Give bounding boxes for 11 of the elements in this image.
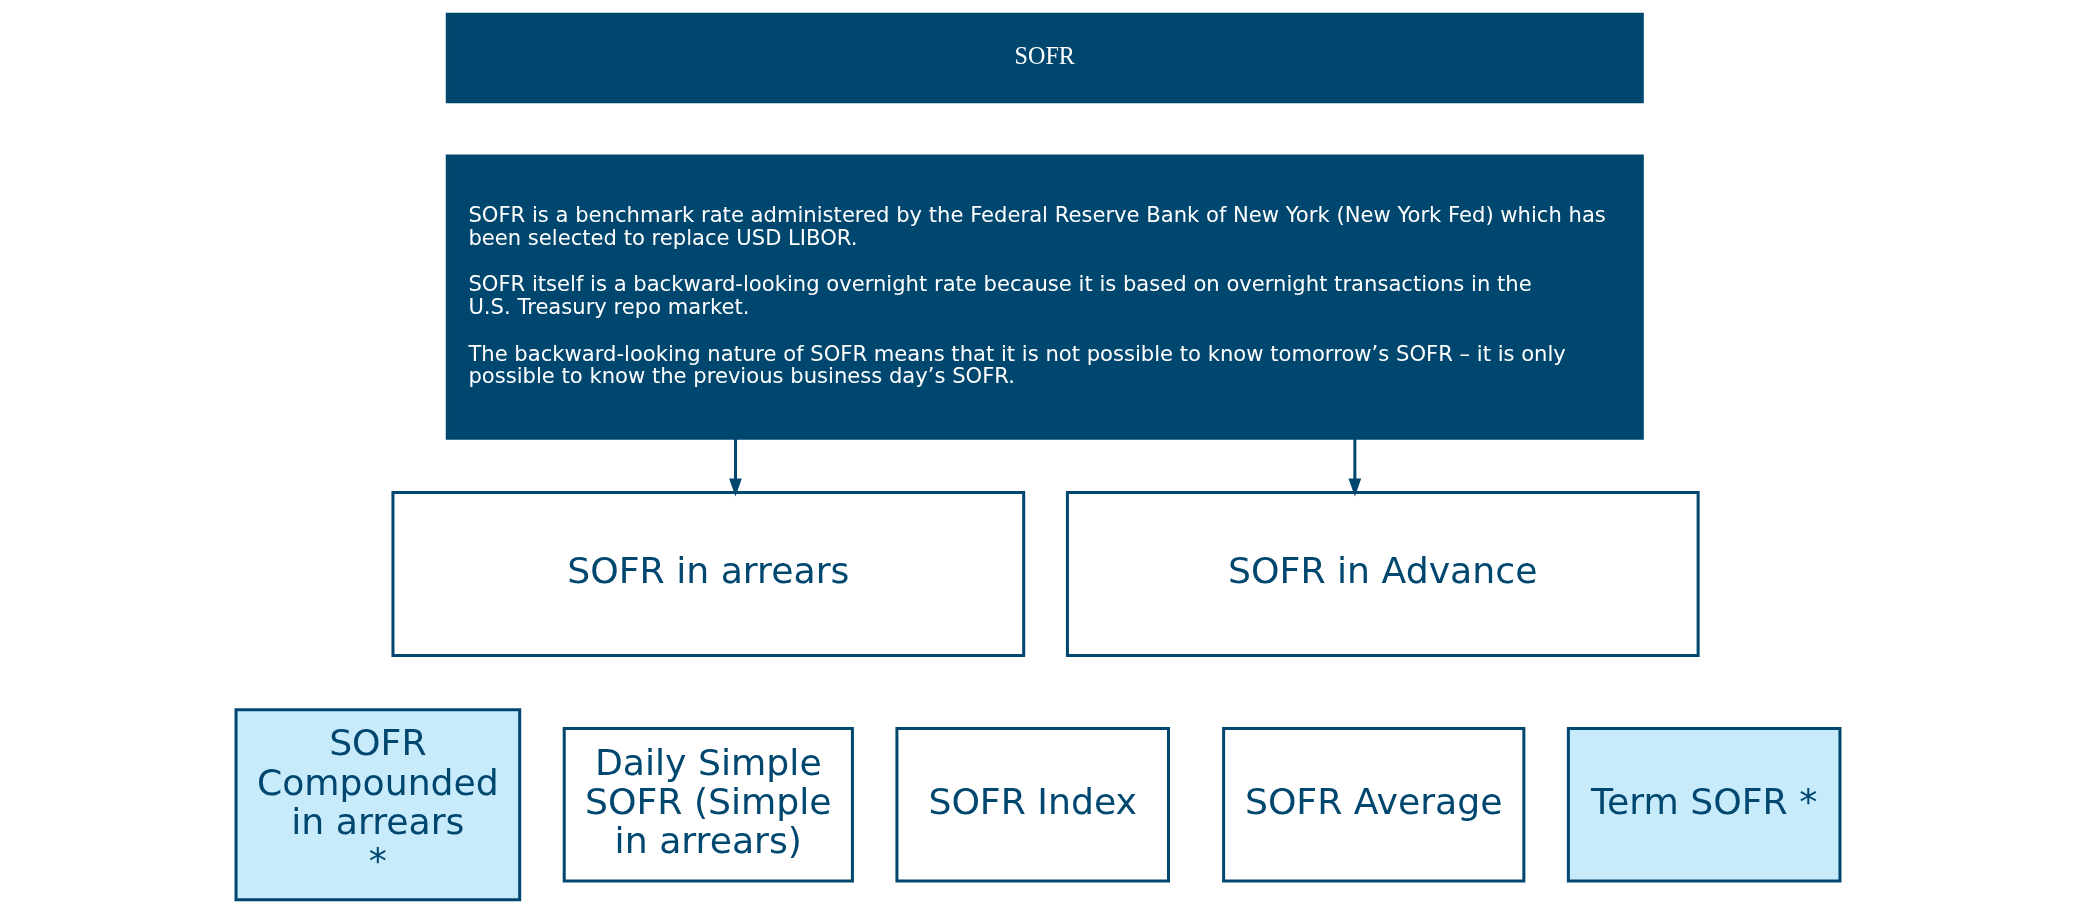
node-box: SOFR is a benchmark rate administered by the Federal Reserve Bank of New York (New York Fed) which has been selected to replace USD LIBOR. SOFR itself is a backward-looking overnight rate because it is based on overnight transactions in the U.S. Treasury repo market. The backward-looking nature of SOFR means that it is not possible to know tomorrow’s SOFR – it is only possible to know the previous business day’s SOFR.: [445, 154, 1644, 440]
node-box: Term SOFR *: [1566, 727, 1842, 883]
node-box: SOFR in Advance: [1065, 490, 1700, 657]
node-box: SOFR: [445, 12, 1644, 104]
arrow: [729, 438, 742, 497]
node-box: Daily Simple SOFR (Simple in arrears): [562, 727, 854, 883]
node-box: SOFR Index: [895, 727, 1171, 883]
arrow: [1348, 438, 1362, 497]
node-box: SOFR Compounded in arrears *: [234, 708, 522, 902]
node-box: SOFR in arrears: [391, 490, 1026, 657]
node-box: SOFR Average: [1222, 727, 1526, 883]
